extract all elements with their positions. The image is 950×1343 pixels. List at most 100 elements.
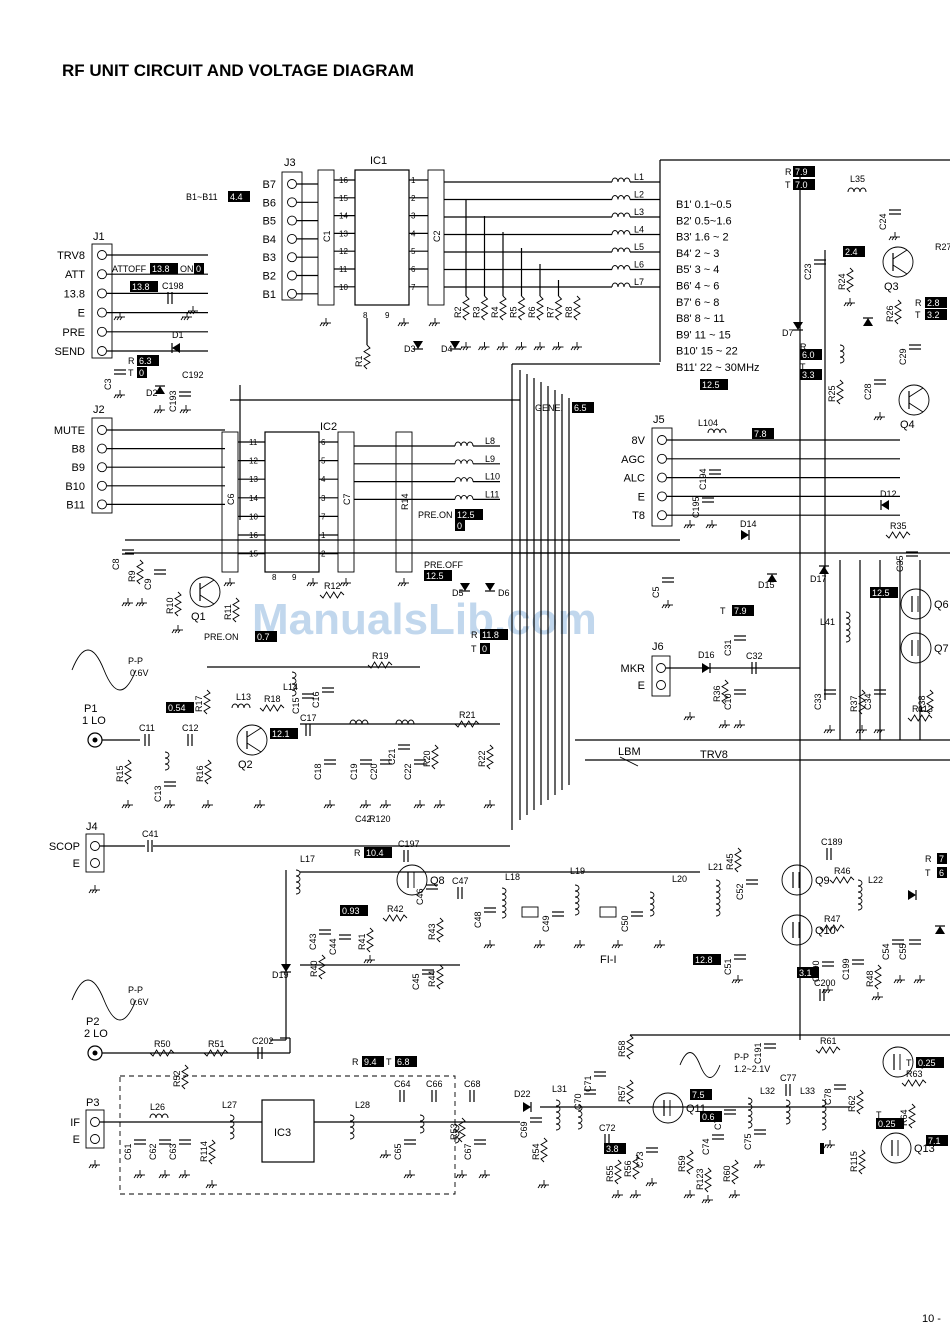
- ground-symbol: [721, 724, 725, 729]
- ground-symbol: [138, 602, 142, 607]
- ic2-pin-label: 3: [321, 494, 326, 503]
- ground-symbol: [481, 1174, 485, 1179]
- q3-collector: [892, 249, 908, 260]
- r59-label: R59: [677, 1155, 687, 1172]
- ground-symbol: [826, 1144, 830, 1149]
- c1-array: [317, 169, 335, 306]
- r63-label: R63: [906, 1069, 923, 1079]
- d3-label: D3: [404, 344, 416, 354]
- inductor-L7: [611, 282, 631, 288]
- r42: [382, 914, 408, 922]
- c65-label: C65: [393, 1143, 403, 1160]
- diode-body: [523, 1102, 531, 1112]
- c34-label: C34: [863, 693, 873, 710]
- c11-label: C11: [139, 723, 155, 733]
- r57-label: R57: [617, 1085, 627, 1102]
- q10-label: Q10: [815, 925, 836, 937]
- l-q11-input: [577, 1104, 583, 1130]
- ic3-r-label: R: [352, 1057, 359, 1067]
- band-range: B5' 3 ~ 4: [676, 264, 719, 276]
- ground-symbol: [226, 582, 230, 587]
- resistor-R2-label: R2: [453, 306, 463, 318]
- ground-symbol: [382, 1154, 386, 1159]
- resistor-R6: [536, 295, 544, 321]
- band-voltage: [700, 379, 728, 390]
- page-title: RF UNIT CIRCUIT AND VOLTAGE DIAGRAM: [62, 61, 414, 80]
- c191-label: C191: [753, 1042, 763, 1064]
- q11-t06-voltage-text: 0.6: [702, 1112, 715, 1122]
- ground-symbol: [229, 582, 233, 587]
- j5-8v-voltage: [752, 428, 774, 439]
- d7: [793, 322, 803, 331]
- d7-t-voltage: [800, 369, 822, 380]
- r120-label: R120: [369, 814, 391, 824]
- j4-pin-label: SCOP: [49, 841, 80, 853]
- inductor-L7-label: L7: [634, 277, 644, 287]
- ic1-pin-label: 14: [339, 212, 348, 221]
- r10: [174, 591, 182, 617]
- resistor-R3: [480, 295, 489, 321]
- l17-label: L17: [300, 854, 315, 864]
- j3-pin: [287, 270, 297, 281]
- r59: [686, 1149, 694, 1175]
- q3-t-voltage: [925, 309, 947, 320]
- ground-symbol: [894, 236, 898, 241]
- inductor-L9-label: L9: [485, 454, 495, 464]
- j3-pin-label: B1: [263, 289, 276, 301]
- ground-symbol: [174, 629, 178, 634]
- r15: [124, 759, 132, 785]
- c195-label: C195: [691, 496, 701, 518]
- l18: [501, 887, 507, 919]
- c29-label: C29: [898, 348, 908, 365]
- page-number: 10 -: [922, 1313, 941, 1325]
- ground-symbol: [439, 804, 443, 809]
- ground-symbol: [164, 1174, 168, 1179]
- r37: [858, 689, 866, 715]
- band-range: B1' 0.1~0.5: [676, 199, 732, 211]
- q13: [880, 1132, 912, 1164]
- p3-pin: [90, 1134, 100, 1144]
- d6: [485, 583, 495, 592]
- resistor-R8-label: R8: [564, 306, 574, 318]
- inductor-L4-label: L4: [634, 225, 644, 235]
- j1-pin-label: PRE: [62, 327, 85, 339]
- c76-label: C76: [713, 1113, 723, 1130]
- r58-label: R58: [617, 1040, 627, 1057]
- l104-label: L104: [698, 418, 718, 428]
- d17-label: D17: [810, 574, 827, 584]
- r26: [894, 299, 902, 325]
- ic2-pin-label: 2: [321, 550, 326, 559]
- inductor-L11-label: L11: [485, 489, 499, 499]
- ground-symbol: [659, 944, 663, 949]
- ground-symbol: [186, 316, 190, 321]
- q8-r-label: R: [354, 848, 361, 858]
- resistor-R5-label: R5: [509, 306, 519, 318]
- ground-symbol: [543, 1184, 547, 1189]
- ic1-pin-label: 12: [339, 247, 348, 256]
- ic1-pin-label: 3: [411, 212, 416, 221]
- ground-symbol: [617, 1194, 621, 1199]
- l31-label: L31: [552, 1084, 567, 1094]
- q7-label: Q7: [934, 643, 949, 655]
- diode-body: [281, 964, 291, 972]
- q13-t-voltage-text: 0.25: [878, 1119, 896, 1129]
- ground-symbol: [436, 804, 440, 809]
- q2-e-voltage: [166, 702, 194, 713]
- ground-symbol: [484, 1174, 488, 1179]
- r11-label: R11: [223, 604, 233, 620]
- r11: [232, 597, 240, 623]
- q1-collector: [199, 579, 215, 590]
- l32: [747, 1097, 753, 1129]
- p1-jack-center: [92, 737, 98, 743]
- r22-label: R22: [477, 750, 487, 767]
- j3-pin: [287, 197, 297, 208]
- d16-label: D16: [698, 650, 715, 660]
- diode-body: [935, 926, 945, 934]
- j1-13v8-voltage: [130, 281, 158, 292]
- ground-symbol: [363, 959, 367, 964]
- q11-t06-voltage: [700, 1111, 722, 1122]
- ground-symbol: [127, 602, 131, 607]
- resistor-R6-label: R6: [527, 306, 537, 318]
- ground-symbol: [400, 322, 404, 327]
- ground-symbol: [185, 409, 189, 414]
